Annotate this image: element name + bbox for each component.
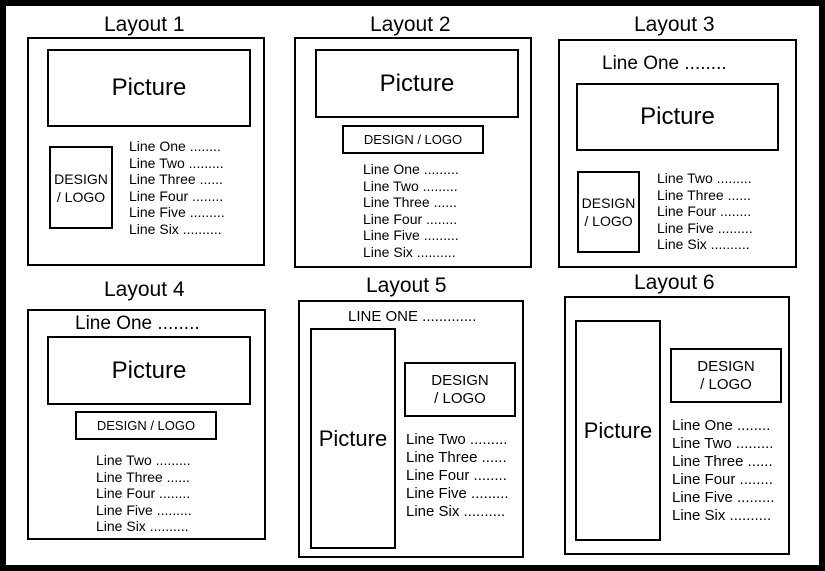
text-line: Line Four ........ xyxy=(129,187,224,204)
text-line: Line Six .......... xyxy=(657,236,750,253)
logo-line: DESIGN xyxy=(697,357,755,375)
logo-line: DESIGN xyxy=(431,371,489,389)
layout-4-title: Layout 4 xyxy=(104,278,185,301)
layout-6-title: Layout 6 xyxy=(634,271,715,294)
layout-1-logo: DESIGN / LOGO xyxy=(49,146,113,229)
layout-6-lines: Line One ........ Line Two ......... Lin… xyxy=(672,417,775,525)
layout-5-lines: Line Two ......... Line Three ...... Lin… xyxy=(406,431,509,521)
text-line: Line Six .......... xyxy=(672,507,772,524)
logo-line: / LOGO xyxy=(584,213,633,229)
text-line: Line Five ......... xyxy=(96,501,192,518)
text-line: Line Two ......... xyxy=(406,431,508,448)
layout-3-picture: Picture xyxy=(576,83,779,151)
text-line: Line Four ........ xyxy=(672,471,773,488)
logo-line: / LOGO xyxy=(434,389,486,407)
text-line: Line Four ........ xyxy=(657,203,752,220)
layout-3-logo: DESIGN / LOGO xyxy=(577,171,640,253)
text-line: Line One ........ xyxy=(129,138,221,154)
logo-line: / LOGO xyxy=(700,375,752,393)
text-line: Line Six .......... xyxy=(363,243,456,260)
text-line: Line Three ...... xyxy=(363,194,457,211)
layout-5-picture: Picture xyxy=(310,328,396,549)
layout-5-headline: LINE ONE ............. xyxy=(348,308,477,325)
layout-2-title: Layout 2 xyxy=(370,13,451,36)
text-line: Line Two ......... xyxy=(363,177,458,194)
layout-4-lines: Line Two ......... Line Three ...... Lin… xyxy=(96,452,192,535)
text-line: Line Four ........ xyxy=(363,210,458,227)
text-line: Line One ........ xyxy=(672,417,771,434)
layout-2-lines: Line One ......... Line Two ......... Li… xyxy=(363,161,459,261)
logo-line: / LOGO xyxy=(56,188,106,205)
layout-3-title: Layout 3 xyxy=(634,13,715,36)
text-line: Line Six .......... xyxy=(96,518,189,535)
logo-line: DESIGN xyxy=(581,195,636,211)
layout-4-headline: Line One ........ xyxy=(75,313,200,334)
text-line: Line Four ........ xyxy=(96,485,191,502)
text-line: Line Two ......... xyxy=(672,435,774,452)
text-line: Line Five ......... xyxy=(672,489,775,506)
layout-5-logo: DESIGN / LOGO xyxy=(404,362,516,417)
layout-2-logo: DESIGN / LOGO xyxy=(342,125,484,154)
text-line: Line Three ...... xyxy=(406,449,507,466)
text-line: Line Five ......... xyxy=(363,227,459,244)
text-line: Line Three ...... xyxy=(96,468,190,485)
text-line: Line Three ...... xyxy=(129,171,223,188)
text-line: Line Three ...... xyxy=(657,186,751,203)
text-line: Line Five ......... xyxy=(657,219,753,236)
text-line: Line Six .......... xyxy=(406,503,506,520)
layout-1-lines: Line One ........ Line Two ......... Lin… xyxy=(129,138,225,238)
layout-4-picture: Picture xyxy=(47,336,251,405)
text-line: Line Two ......... xyxy=(657,170,752,186)
text-line: Line Two ......... xyxy=(129,154,224,171)
text-line: Line Five ......... xyxy=(129,204,225,221)
text-line: Line Four ........ xyxy=(406,467,507,484)
layout-4-logo: DESIGN / LOGO xyxy=(75,411,217,440)
layout-1-title: Layout 1 xyxy=(104,13,185,36)
text-line: Line Three ...... xyxy=(672,453,773,470)
layout-3-headline: Line One ........ xyxy=(602,53,727,74)
layout-1-picture: Picture xyxy=(47,49,251,127)
layout-2-picture: Picture xyxy=(315,49,519,118)
layout-3-lines: Line Two ......... Line Three ...... Lin… xyxy=(657,170,753,253)
layout-6-logo: DESIGN / LOGO xyxy=(670,348,782,403)
layout-5-title: Layout 5 xyxy=(366,274,447,297)
logo-line: DESIGN xyxy=(54,170,108,187)
text-line: Line Five ......... xyxy=(406,485,509,502)
text-line: Line One ......... xyxy=(363,161,459,177)
text-line: Line Six .......... xyxy=(129,220,222,237)
layout-6-picture: Picture xyxy=(575,320,661,541)
text-line: Line Two ......... xyxy=(96,452,191,468)
